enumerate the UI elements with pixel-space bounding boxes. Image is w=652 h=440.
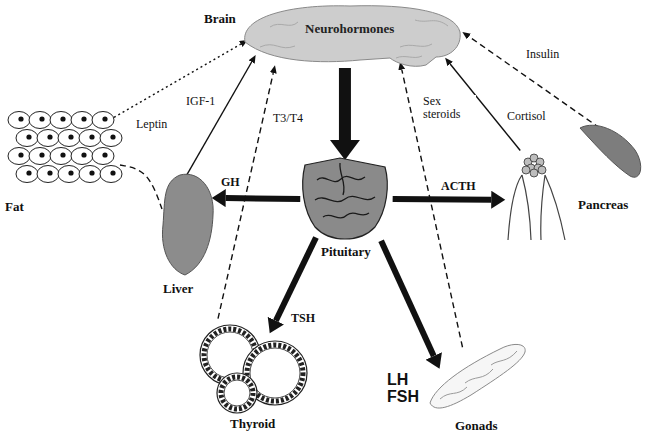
gonad-detail [440, 387, 467, 399]
fat-cell [16, 130, 38, 147]
feedback-label: Cortisol [506, 110, 547, 123]
hormone-label: ACTH [440, 180, 477, 193]
brain-fold [396, 56, 422, 58]
fat-cell [29, 112, 51, 129]
fat-cell [58, 130, 80, 147]
fat-cell [71, 112, 93, 129]
gonad-detail [491, 351, 517, 365]
gonad-detail [465, 369, 493, 383]
thyroid-gland: Thyroid [195, 315, 310, 437]
brain-node: BrainNeurohormones [200, 2, 465, 70]
hormone-arrow [393, 196, 492, 203]
brain-fold [415, 20, 448, 26]
pituitary-detail [315, 196, 375, 201]
feedback-label: IGF-1 [185, 95, 216, 108]
thyroid-follicle [217, 373, 257, 413]
fat-cell [92, 148, 114, 165]
pituitary-detail [323, 213, 369, 218]
adrenal-cortex [530, 169, 538, 177]
fat-cell [29, 148, 51, 165]
hormone-arrow [276, 238, 316, 321]
hormone-label: LH FSH [386, 372, 424, 406]
organ-label: Pituitary [321, 245, 371, 260]
organ-label: Neurohormones [305, 22, 394, 37]
brain-fold [270, 22, 298, 27]
fat-cell [37, 166, 59, 183]
fat-cell [71, 148, 93, 165]
brain-fold [260, 45, 295, 48]
feedback-label: T3/T4 [272, 112, 304, 125]
fat-cell [100, 130, 122, 147]
pituitary-gland: Pituitary [295, 155, 400, 265]
fat-cell [79, 130, 101, 147]
adrenal-cortex [538, 166, 546, 174]
gonad-shape [430, 344, 525, 408]
organ-label: Fat [5, 200, 24, 215]
feedback-arrow [469, 37, 600, 128]
pituitary-detail [317, 176, 365, 181]
pancreas-shape [580, 125, 641, 177]
feedback-label: Insulin [525, 48, 560, 61]
fat-cell [8, 112, 30, 129]
organ-heading: Brain [204, 12, 236, 27]
fat-tissue: Fat [5, 110, 120, 220]
organ-illustration [500, 140, 575, 245]
fat-cell [79, 166, 101, 183]
fat-cell [100, 166, 122, 183]
fat-cell [50, 112, 72, 129]
organ-label: Thyroid [230, 417, 275, 432]
feedback-arrow [185, 62, 252, 178]
hormone-label: GH [220, 176, 241, 189]
fat-cell [58, 166, 80, 183]
fat-cell [92, 112, 114, 129]
liver-organ: Liver [155, 170, 225, 300]
hormone-label: TSH [290, 312, 316, 325]
main-arrow [339, 68, 351, 140]
organ-label: Pancreas [578, 198, 628, 213]
organ-label: Gonads [455, 419, 498, 434]
fat-cell [8, 148, 30, 165]
feedback-label: Leptin [135, 118, 168, 131]
hormone-arrow [226, 195, 301, 202]
fat-cell [37, 130, 59, 147]
organ-illustration [155, 170, 225, 300]
organ-label: Liver [163, 282, 193, 297]
pituitary-shape [303, 158, 388, 239]
fat-cell [16, 166, 38, 183]
liver-shape [162, 174, 213, 275]
feedback-arrow [110, 44, 241, 120]
pituitary-detail [340, 163, 344, 195]
feedback-line [120, 165, 162, 209]
adrenal-gland [500, 140, 575, 245]
hormone-arrow [381, 241, 434, 356]
pancreas-organ: Pancreas [575, 120, 650, 220]
adrenal-cortex [522, 166, 530, 174]
feedback-label: Sex steroids [422, 95, 476, 121]
brain-fold [400, 44, 432, 47]
feedback-arrow [218, 73, 273, 319]
adrenal-outline [508, 175, 565, 240]
brain-shape [245, 6, 461, 67]
fat-cell [50, 148, 72, 165]
